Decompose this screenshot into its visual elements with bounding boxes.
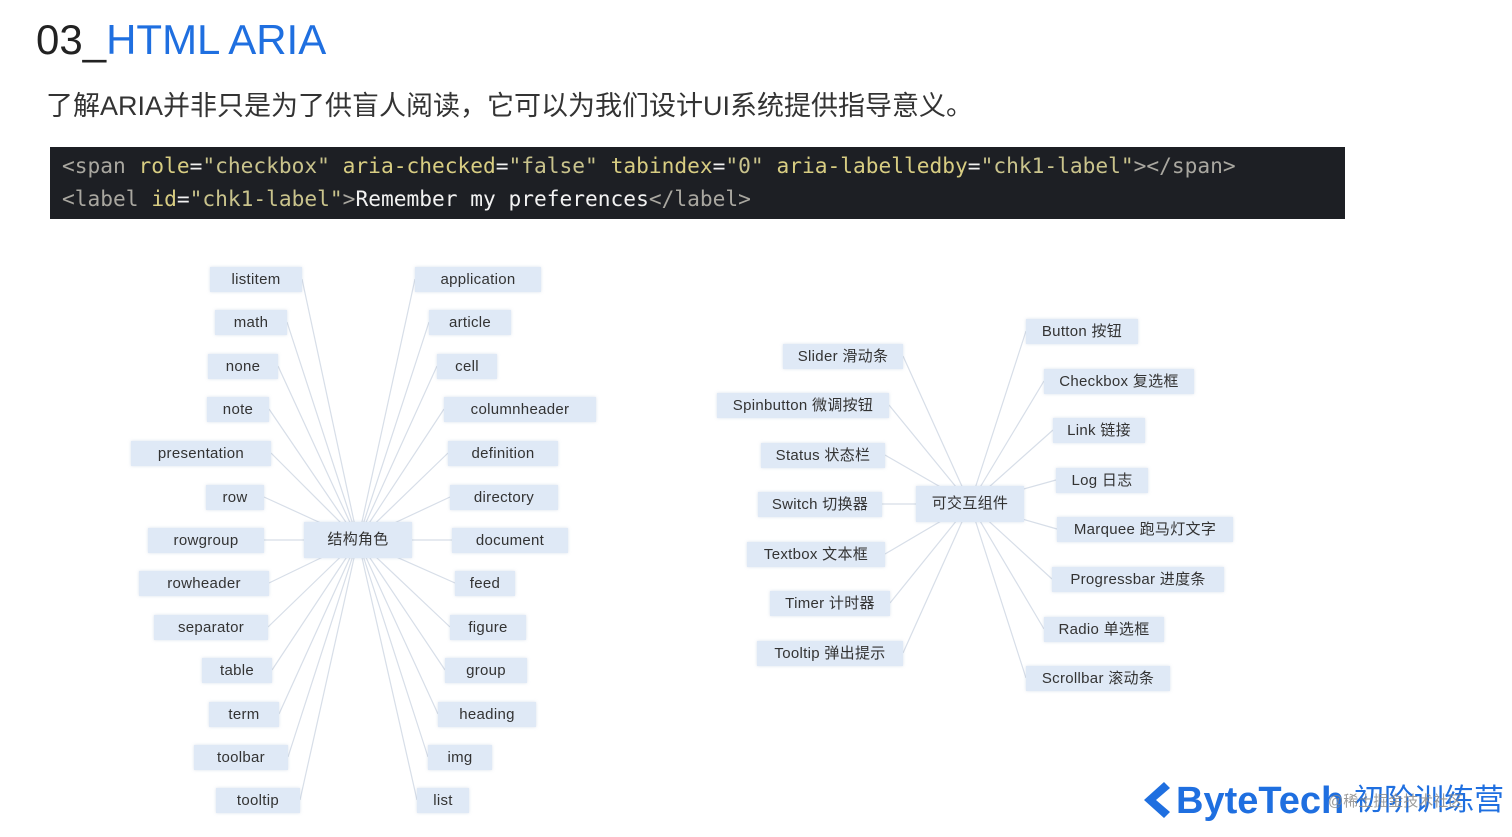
- role-node-article: article: [429, 309, 511, 335]
- widget-node: Link 链接: [1053, 417, 1145, 443]
- mindmap-edge: [357, 365, 438, 541]
- code-token: <label: [62, 186, 139, 211]
- structural-roles-center: 结构角色: [304, 522, 412, 558]
- slide-heading: HTML ARIA: [106, 16, 327, 63]
- role-node-math: math: [215, 309, 287, 335]
- code-token: =: [176, 186, 190, 211]
- widget-node: Scrollbar 滚动条: [1026, 665, 1170, 691]
- bytetech-logo-icon: [1144, 782, 1170, 818]
- mindmap-edge: [357, 539, 446, 671]
- role-node-feed: feed: [455, 570, 515, 596]
- mindmap-edge: [299, 539, 359, 801]
- code-token: aria-checked: [342, 153, 496, 178]
- mindmap-edge: [902, 355, 971, 505]
- code-token: =: [189, 153, 203, 178]
- code-token: "chk1-label": [980, 153, 1134, 178]
- widget-node: Spinbutton 微调按钮: [717, 392, 889, 418]
- role-node-separator: separator: [154, 614, 268, 640]
- role-node-application: application: [415, 266, 541, 292]
- mindmap-edge: [277, 365, 359, 541]
- role-node-definition: definition: [448, 440, 558, 466]
- mindmap-edge: [286, 321, 359, 541]
- slide-number: 03_: [36, 16, 107, 63]
- role-node-img: img: [428, 744, 492, 770]
- widget-node: Status 状态栏: [761, 442, 885, 468]
- code-token: "chk1-label": [189, 186, 343, 211]
- code-token: =: [495, 153, 509, 178]
- widget-node: Marquee 跑马灯文字: [1057, 516, 1233, 542]
- widget-node: Switch 切换器: [758, 491, 882, 517]
- code-token: id: [151, 186, 177, 211]
- role-node-note: note: [207, 396, 269, 422]
- mindmap-edge: [278, 539, 359, 715]
- brand-name: ByteTech: [1176, 780, 1345, 822]
- code-token: Remember my preferences: [355, 186, 649, 211]
- mindmap-edge: [301, 278, 359, 541]
- widget-node: Slider 滑动条: [783, 343, 903, 369]
- code-token: "checkbox": [202, 153, 330, 178]
- role-node-document: document: [452, 527, 568, 553]
- role-node-list: list: [417, 787, 469, 813]
- widget-roles-center: 可交互组件: [916, 486, 1024, 522]
- role-node-none: none: [208, 353, 278, 379]
- role-node-term: term: [209, 701, 279, 727]
- role-node-listitem: listitem: [210, 266, 302, 292]
- mindmap-edge: [902, 503, 971, 654]
- role-node-columnheader: columnheader: [444, 396, 596, 422]
- role-node-group: group: [445, 657, 527, 683]
- brand-camp: 初阶训练营: [1354, 784, 1504, 817]
- widget-node: Button 按钮: [1026, 318, 1138, 344]
- slide-title: 03_HTML ARIA: [36, 14, 326, 66]
- role-node-row: row: [206, 484, 264, 510]
- mindmap-edge: [271, 539, 359, 671]
- code-token: =: [967, 153, 981, 178]
- role-node-tooltip: tooltip: [216, 787, 300, 813]
- role-node-cell: cell: [437, 353, 497, 379]
- mindmap-edge: [357, 539, 418, 801]
- widget-node: Checkbox 复选框: [1044, 368, 1194, 394]
- role-node-rowheader: rowheader: [139, 570, 269, 596]
- slide-subtitle: 了解ARIA并非只是为了供盲人阅读，它可以为我们设计UI系统提供指导意义。: [46, 91, 974, 121]
- code-block: <span role="checkbox" aria-checked="fals…: [50, 147, 1345, 219]
- code-token: </label>: [648, 186, 751, 211]
- role-node-directory: directory: [450, 484, 558, 510]
- watermark: @稀土掘金技术社区: [1328, 793, 1464, 810]
- code-token: "false": [508, 153, 598, 178]
- mindmap-edge: [969, 503, 1027, 679]
- role-node-toolbar: toolbar: [194, 744, 288, 770]
- code-token: ></span>: [1133, 153, 1236, 178]
- widget-node: Textbox 文本框: [747, 541, 885, 567]
- mindmap-edge: [969, 380, 1045, 505]
- mindmap-edge: [268, 408, 359, 541]
- widget-node: Log 日志: [1056, 467, 1148, 493]
- mindmap-edge: [357, 321, 430, 541]
- widget-node: Tooltip 弹出提示: [757, 640, 903, 666]
- code-token: role: [138, 153, 190, 178]
- mindmap-edge: [969, 330, 1027, 505]
- widget-node: Timer 计时器: [770, 590, 890, 616]
- mindmap-edge: [357, 539, 439, 715]
- widget-node: Radio 单选框: [1044, 616, 1164, 642]
- mindmap-edge: [357, 408, 445, 541]
- code-token: aria-labelledby: [776, 153, 968, 178]
- role-node-heading: heading: [438, 701, 536, 727]
- code-line-1: <span role="checkbox" aria-checked="fals…: [62, 149, 1345, 182]
- mindmap-edge: [287, 539, 359, 758]
- code-token: =: [712, 153, 726, 178]
- code-token: tabindex: [610, 153, 713, 178]
- mindmap-edge: [357, 539, 429, 758]
- role-node-presentation: presentation: [131, 440, 271, 466]
- code-token: >: [342, 186, 356, 211]
- role-node-table: table: [202, 657, 272, 683]
- role-node-rowgroup: rowgroup: [148, 527, 264, 553]
- mindmap-edge: [969, 503, 1045, 630]
- mindmap-edge: [357, 278, 416, 541]
- code-token: "0": [725, 153, 764, 178]
- code-token: <span: [62, 153, 126, 178]
- role-node-figure: figure: [450, 614, 526, 640]
- widget-node: Progressbar 进度条: [1052, 566, 1224, 592]
- code-line-2: <label id="chk1-label">Remember my prefe…: [62, 182, 1345, 215]
